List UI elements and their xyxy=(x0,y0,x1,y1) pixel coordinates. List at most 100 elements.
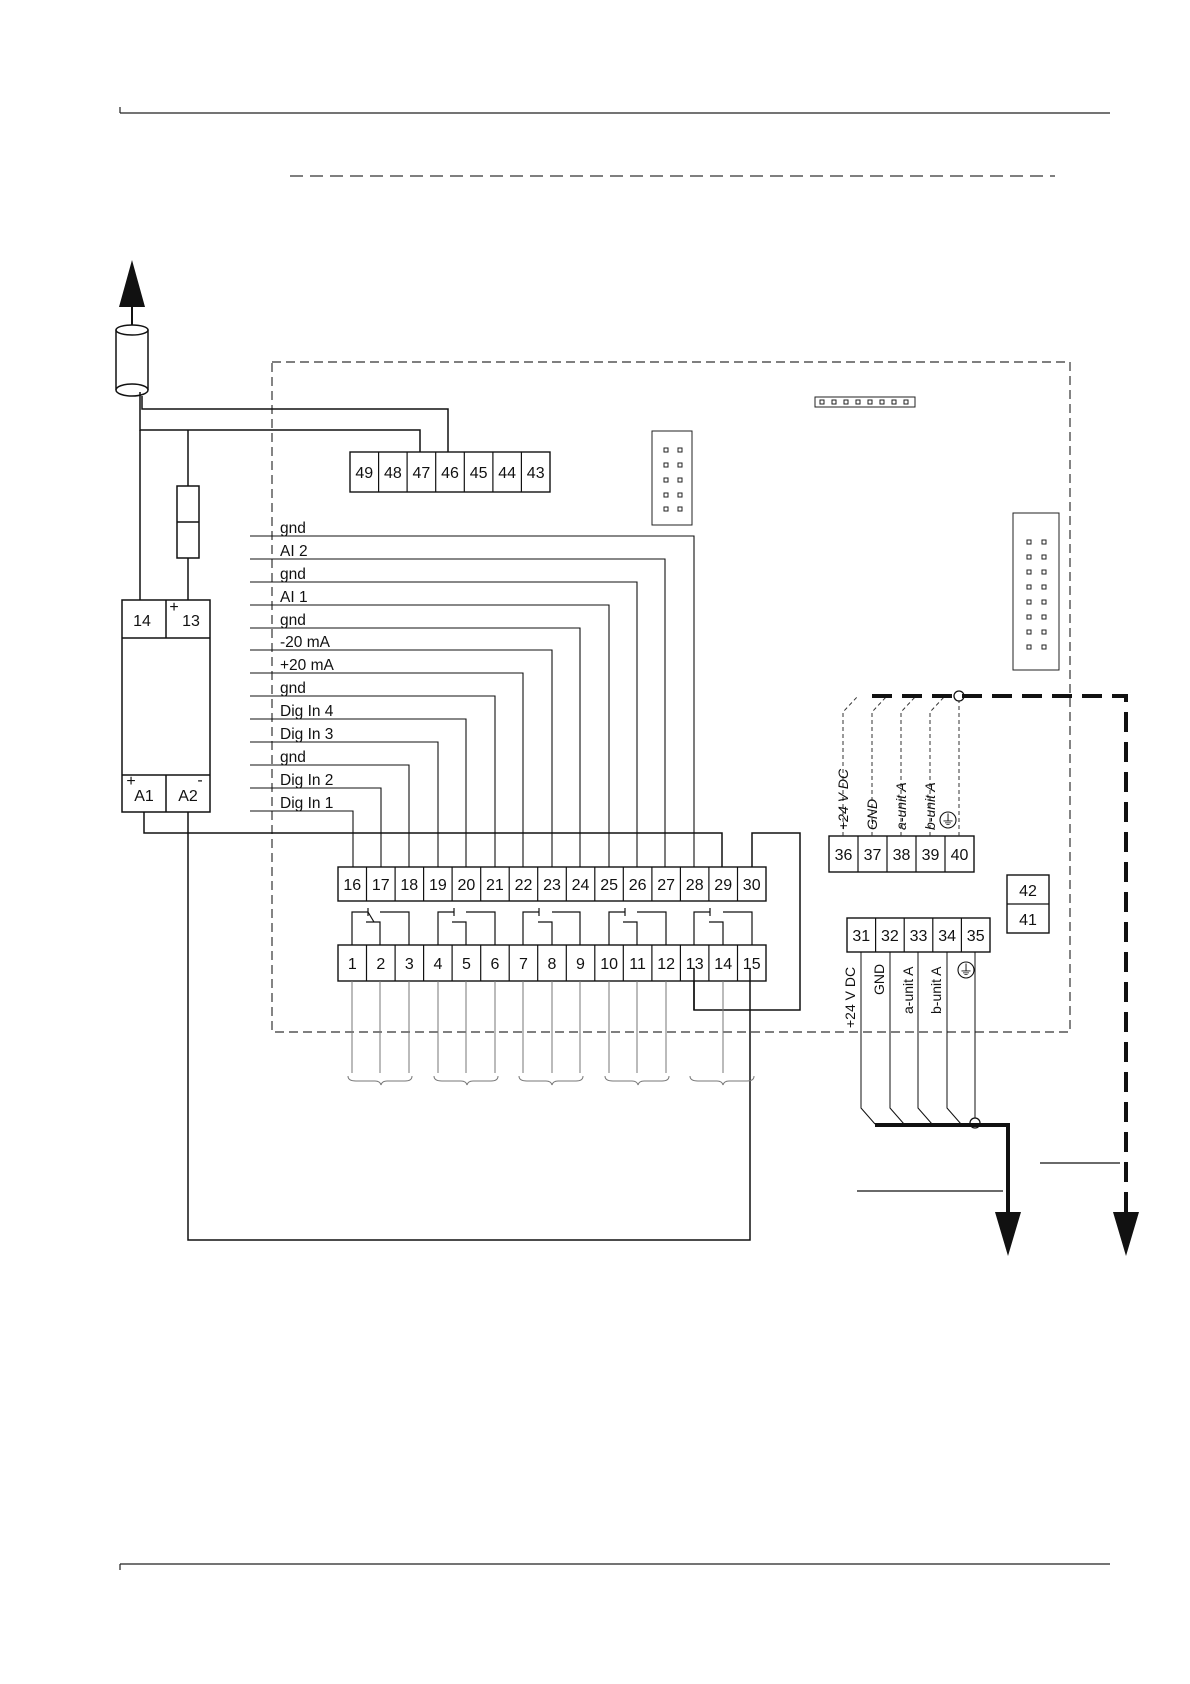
module-terminal-13: 13 xyxy=(182,613,200,630)
terminal-19: 19 xyxy=(429,877,447,894)
terminal-25: 25 xyxy=(600,877,618,894)
terminal-7: 7 xyxy=(519,956,528,973)
label-ai2: AI 2 xyxy=(280,543,308,560)
lower-label-gnd: GND xyxy=(871,964,887,995)
terminal-9: 9 xyxy=(576,956,585,973)
label-gnd: gnd xyxy=(280,680,306,697)
terminal-17: 17 xyxy=(372,877,390,894)
upper-label-b-unit: b-unit A xyxy=(922,782,938,830)
terminal-12: 12 xyxy=(657,956,675,973)
terminal-37: 37 xyxy=(864,847,882,864)
terminal-1: 1 xyxy=(348,956,357,973)
terminal-18: 18 xyxy=(400,877,418,894)
terminal-49: 49 xyxy=(355,465,373,482)
module-minus-a2: - xyxy=(197,772,202,789)
upper-label-gnd: GND xyxy=(864,799,880,830)
terminal-3: 3 xyxy=(405,956,414,973)
label-dig-in-4: Dig In 4 xyxy=(280,703,334,720)
board-header-horizontal xyxy=(814,396,916,408)
label-minus-20ma: -20 mA xyxy=(280,634,331,651)
resistor xyxy=(176,485,200,559)
terminal-10: 10 xyxy=(600,956,618,973)
bus-cable-dashed xyxy=(872,694,1128,1215)
label-ai1: AI 1 xyxy=(280,589,308,606)
module-terminal-14: 14 xyxy=(133,613,151,630)
terminal-4: 4 xyxy=(433,956,442,973)
module-terminal-a1: A1 xyxy=(134,788,154,805)
terminal-47: 47 xyxy=(413,465,431,482)
svg-text:⏚: ⏚ xyxy=(959,962,973,978)
terminal-block-relay: 1 2 3 4 5 6 7 8 9 10 11 12 13 14 15 xyxy=(337,944,767,982)
terminal-30: 30 xyxy=(743,877,761,894)
terminal-21: 21 xyxy=(486,877,504,894)
upper-label-24vdc: +24 V DC xyxy=(835,768,851,830)
terminal-26: 26 xyxy=(629,877,647,894)
label-plus-20ma: +20 mA xyxy=(280,657,335,674)
upper-earth-icon: ⏚ xyxy=(939,811,957,829)
board-header-small xyxy=(651,430,693,526)
module-plus-a1: + xyxy=(126,773,135,790)
terminal-43: 43 xyxy=(527,465,545,482)
lower-bus-wires xyxy=(860,952,976,1125)
terminal-35: 35 xyxy=(967,928,985,945)
label-dig-in-3: Dig In 3 xyxy=(280,726,333,743)
module-terminal-a2: A2 xyxy=(178,788,198,805)
terminal-32: 32 xyxy=(881,928,899,945)
terminal-24: 24 xyxy=(572,877,590,894)
terminal-41: 41 xyxy=(1019,912,1037,929)
terminal-5: 5 xyxy=(462,956,471,973)
label-dig-in-1: Dig In 1 xyxy=(280,795,333,812)
bus-cable-solid xyxy=(875,1123,1010,1215)
label-gnd: gnd xyxy=(280,612,306,629)
terminal-20: 20 xyxy=(458,877,476,894)
label-gnd: gnd xyxy=(280,520,306,537)
bus-out-arrow-dashed xyxy=(1113,1212,1139,1256)
terminal-40: 40 xyxy=(951,847,969,864)
module-box xyxy=(121,599,211,813)
page-rules xyxy=(119,107,1110,1570)
terminal-6: 6 xyxy=(490,956,499,973)
bus-out-arrow-solid xyxy=(995,1212,1021,1256)
signal-wires xyxy=(250,535,695,867)
terminal-2: 2 xyxy=(376,956,385,973)
terminal-42: 42 xyxy=(1019,883,1037,900)
lower-label-a-unit: a-unit A xyxy=(900,966,916,1014)
board-header-large xyxy=(1012,512,1060,671)
terminal-block-io: 16 17 18 19 20 21 22 23 24 25 26 27 28 2… xyxy=(337,866,767,902)
terminal-46: 46 xyxy=(441,465,459,482)
terminal-48: 48 xyxy=(384,465,402,482)
shielded-cable xyxy=(115,305,149,397)
lower-earth-icon: ⏚ xyxy=(957,961,975,979)
terminal-29: 29 xyxy=(714,877,732,894)
terminal-23: 23 xyxy=(543,877,561,894)
terminal-16: 16 xyxy=(343,877,361,894)
terminal-13: 13 xyxy=(686,956,704,973)
terminal-28: 28 xyxy=(686,877,704,894)
cable-up-arrow xyxy=(119,260,145,307)
terminal-27: 27 xyxy=(657,877,675,894)
terminal-31: 31 xyxy=(852,928,870,945)
label-dig-in-2: Dig In 2 xyxy=(280,772,333,789)
svg-text:⏚: ⏚ xyxy=(941,812,955,828)
terminal-44: 44 xyxy=(498,465,516,482)
relay-contacts xyxy=(351,908,753,945)
terminal-block-42-41: 42 41 xyxy=(1006,874,1050,934)
terminal-34: 34 xyxy=(938,928,956,945)
terminal-block-bus-upper: 36 37 38 39 40 xyxy=(828,835,975,873)
label-gnd: gnd xyxy=(280,566,306,583)
terminal-36: 36 xyxy=(835,847,853,864)
terminal-block-bus-lower: 31 32 33 34 35 xyxy=(846,917,991,953)
lower-label-b-unit: b-unit A xyxy=(928,966,944,1014)
lower-label-24vdc: +24 V DC xyxy=(842,967,858,1028)
upper-bus-wires xyxy=(842,695,960,836)
relay-output-wires xyxy=(351,981,724,1073)
terminal-8: 8 xyxy=(548,956,557,973)
cable-wires xyxy=(139,392,449,600)
label-gnd: gnd xyxy=(280,749,306,766)
upper-label-a-unit: a-unit A xyxy=(893,782,909,830)
module-plus-13: + xyxy=(169,599,178,616)
terminal-14: 14 xyxy=(714,956,732,973)
terminal-15: 15 xyxy=(743,956,761,973)
terminal-45: 45 xyxy=(470,465,488,482)
